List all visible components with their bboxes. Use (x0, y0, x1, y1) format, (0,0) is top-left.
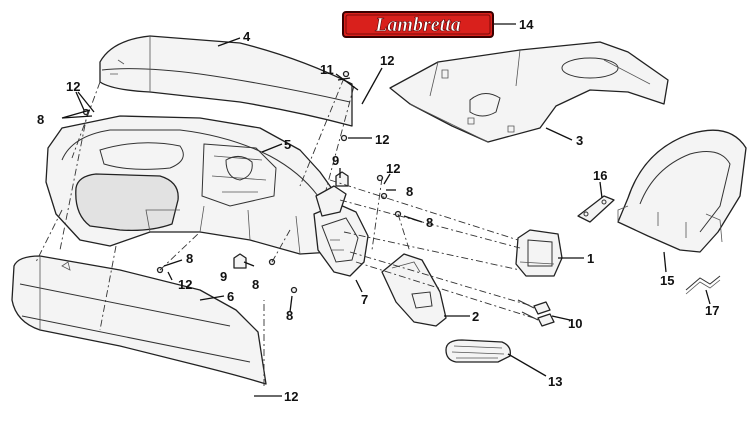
callout-12-c: 12 (375, 132, 389, 147)
part-side-panel (11, 255, 267, 385)
callout-11: 11 (320, 62, 334, 77)
assembly-guide-lines (35, 77, 541, 386)
part-upper-panel (99, 35, 353, 127)
callout-3: 3 (576, 133, 583, 148)
callout-9-b: 9 (220, 269, 227, 284)
part-small-plate (577, 195, 615, 223)
part-rear-hugger (617, 129, 747, 253)
callout-8-d: 8 (252, 277, 259, 292)
callout-12-b: 12 (380, 53, 394, 68)
part-inner-body (45, 115, 347, 255)
callout-8-b: 8 (426, 215, 433, 230)
part-mudflap (381, 253, 447, 327)
callout-2: 2 (472, 309, 479, 324)
callout-7: 7 (361, 292, 368, 307)
callout-13: 13 (548, 374, 562, 389)
part-clips-9 (233, 171, 349, 269)
leader-lines (61, 23, 711, 397)
callout-16: 16 (593, 168, 607, 183)
callout-12-d: 12 (386, 161, 400, 176)
callout-6: 6 (227, 289, 234, 304)
part-reflector (445, 339, 511, 363)
callout-10: 10 (568, 316, 582, 331)
callout-12-a: 12 (66, 79, 80, 94)
part-clip (685, 275, 721, 295)
brand-logo-text: Lambretta (374, 14, 461, 36)
callout-12-f: 12 (284, 389, 298, 404)
callout-15: 15 (660, 273, 674, 288)
part-bolts-10 (517, 299, 555, 327)
callout-8-left: 8 (37, 112, 44, 127)
callout-8-e: 8 (286, 308, 293, 323)
part-rear-cover (515, 229, 563, 277)
part-undertray (389, 41, 669, 143)
callout-4: 4 (243, 29, 251, 44)
brand-logo: Lambretta (342, 11, 494, 38)
callout-5: 5 (284, 137, 291, 152)
callout-8-a: 8 (406, 184, 413, 199)
callout-9-a: 9 (332, 153, 339, 168)
callout-17: 17 (705, 303, 719, 318)
callout-labels: 1 2 3 4 5 6 7 8 8 8 8 8 8 9 9 10 11 12 1… (37, 17, 719, 404)
callout-8-c: 8 (186, 251, 193, 266)
callout-1: 1 (587, 251, 594, 266)
part-center-bracket (313, 185, 369, 277)
callout-14: 14 (519, 17, 534, 32)
callout-12-e: 12 (178, 277, 192, 292)
